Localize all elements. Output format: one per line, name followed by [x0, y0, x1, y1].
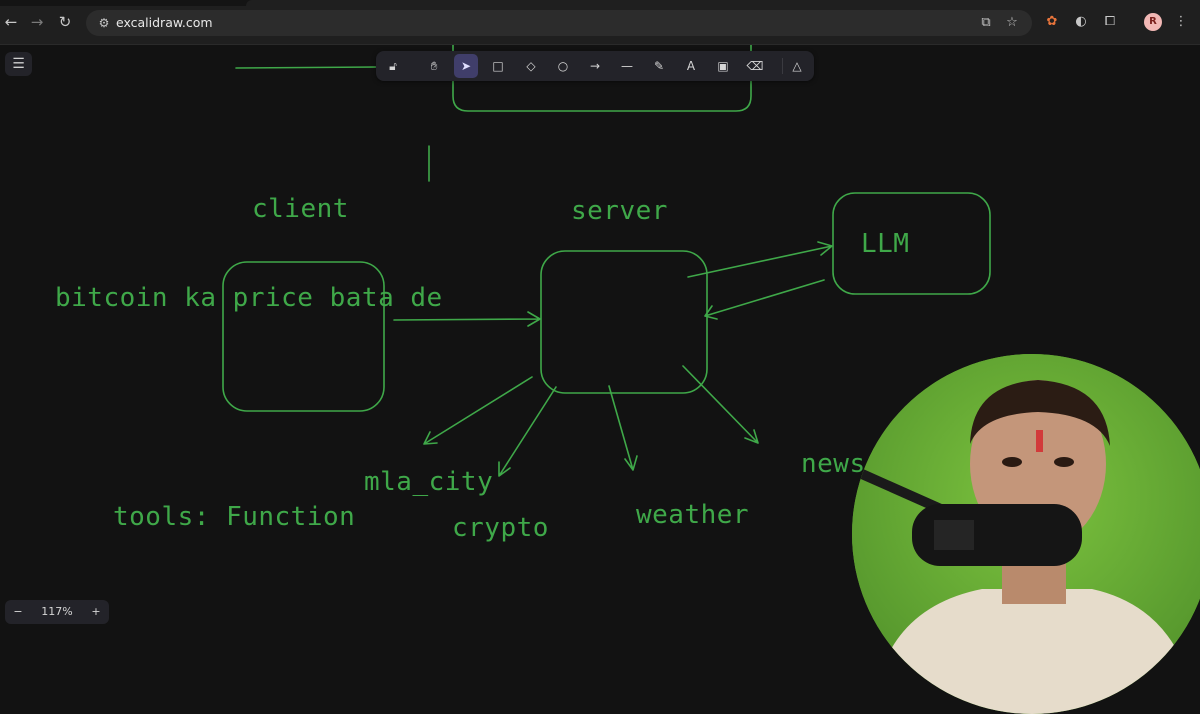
eraser-tool[interactable]: ⌫ [743, 54, 767, 78]
hand-icon: ✋︎ [430, 59, 438, 73]
browser-toolbar: ← → ↻ ⚙ excalidraw.com ⧉ ☆ ✿ ◐ ⧠ R ⋮ [0, 0, 1200, 45]
arrow-icon: → [589, 59, 601, 73]
label-weather[interactable]: weather [636, 500, 750, 530]
llm-box [832, 192, 991, 295]
image-tool[interactable]: ▣ [711, 54, 735, 78]
url-text: excalidraw.com [116, 15, 213, 30]
arrow-server-llm [687, 241, 833, 278]
arrow-server-news [682, 365, 759, 444]
site-settings-icon[interactable]: ⚙ [98, 16, 110, 30]
hand-tool[interactable]: ✋︎ [422, 54, 446, 78]
eraser-icon: ⌫ [746, 59, 764, 73]
toolbar-divider [782, 58, 783, 74]
label-mla-city[interactable]: mla_city [364, 467, 494, 497]
webcam-overlay [852, 354, 1200, 714]
pencil-icon: ✎ [653, 59, 665, 73]
line-tool[interactable]: — [615, 54, 639, 78]
label-llm[interactable]: LLM [861, 229, 910, 259]
arrow-llm-server [704, 279, 825, 320]
extension-icon[interactable]: ✿ [1046, 14, 1058, 29]
text-icon: A [686, 59, 696, 73]
top-partial-box [452, 45, 752, 112]
diamond-tool[interactable]: ◇ [519, 54, 543, 78]
circle-icon: ○ [557, 59, 569, 73]
shapes-toolbar: 🔓︎ ✋︎ ➤ □ ◇ ○ → — ✎ A ▣ ⌫ △ [376, 51, 814, 81]
server-box [540, 250, 708, 394]
install-icon[interactable]: ⧉ [981, 15, 991, 30]
zoom-in-button[interactable]: + [91, 605, 101, 618]
cursor-icon: ➤ [460, 59, 472, 73]
arrow-server-crypto [498, 386, 557, 477]
arrow-tool[interactable]: → [583, 54, 607, 78]
label-prompt[interactable]: bitcoin ka price bata de [55, 283, 443, 313]
rectangle-tool[interactable]: □ [486, 54, 510, 78]
active-tab-edge[interactable] [246, 0, 1200, 6]
drawing-canvas[interactable] [0, 45, 1200, 628]
extra-tools[interactable]: △ [785, 54, 809, 78]
label-tools[interactable]: tools: Function [113, 502, 356, 532]
label-server[interactable]: server [571, 196, 668, 226]
address-bar[interactable]: ⚙ excalidraw.com ⧉ ☆ [86, 10, 1032, 36]
client-box [222, 261, 385, 412]
selection-tool[interactable]: ➤ [454, 54, 478, 78]
label-client[interactable]: client [252, 194, 349, 224]
forward-icon[interactable]: → [30, 13, 44, 31]
square-icon: □ [492, 59, 504, 73]
avatar[interactable]: R [1144, 13, 1162, 31]
arrow-client-server [393, 311, 541, 327]
label-news[interactable]: news [801, 449, 866, 479]
ellipse-tool[interactable]: ○ [551, 54, 575, 78]
label-crypto[interactable]: crypto [452, 513, 549, 543]
kebab-menu-icon[interactable]: ⋮ [1174, 14, 1188, 29]
puzzle-icon[interactable]: ⧠ [1104, 14, 1116, 29]
main-menu-button[interactable]: ☰ [5, 52, 32, 76]
diamond-icon: ◇ [526, 59, 536, 73]
zoom-control: − 117% + [5, 600, 109, 624]
zoom-level[interactable]: 117% [41, 605, 73, 618]
zoom-out-button[interactable]: − [13, 605, 23, 618]
bookmark-star-icon[interactable]: ☆ [1006, 15, 1018, 30]
image-icon: ▣ [717, 59, 729, 73]
shapes-icon: △ [792, 59, 802, 73]
line-icon: — [621, 59, 633, 73]
arrow-server-weather [608, 385, 638, 471]
back-icon[interactable]: ← [4, 13, 18, 31]
hamburger-icon: ☰ [12, 56, 25, 72]
draw-tool[interactable]: ✎ [647, 54, 671, 78]
tab-strip [0, 0, 1200, 6]
text-tool[interactable]: A [679, 54, 703, 78]
lock-tool[interactable]: 🔓︎ [381, 54, 405, 78]
profile-icon[interactable]: ◐ [1075, 14, 1087, 29]
reload-icon[interactable]: ↻ [58, 13, 72, 31]
top-line [235, 66, 379, 69]
presenter-video [852, 354, 1200, 714]
lock-icon: 🔓︎ [389, 59, 397, 73]
arrow-server-mla [423, 376, 533, 445]
